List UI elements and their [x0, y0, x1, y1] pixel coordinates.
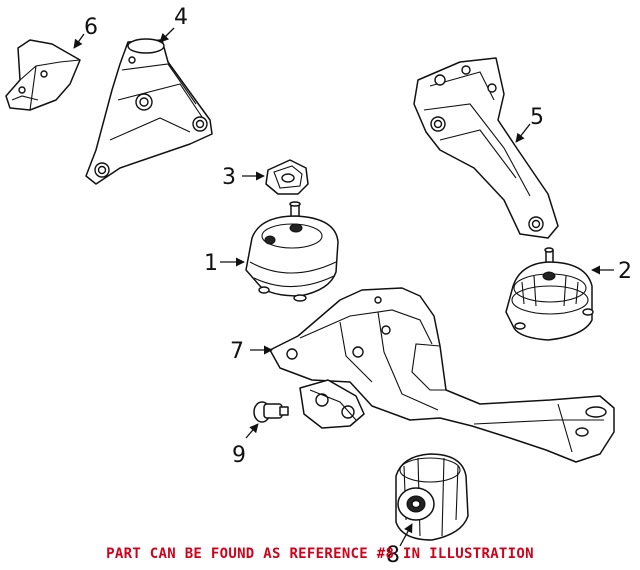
- part-8-transmission-mount: [395, 453, 469, 541]
- part-1-engine-mount: [245, 201, 339, 302]
- callout-9: 9: [232, 443, 246, 468]
- reference-caption: PART CAN BE FOUND AS REFERENCE #8 IN ILL…: [106, 546, 534, 562]
- part-2-engine-mount: [505, 247, 594, 341]
- part-9-bolt: [253, 401, 289, 423]
- callout-leaders: [73, 27, 614, 547]
- callout-5: 5: [530, 105, 544, 130]
- callout-6: 6: [84, 15, 98, 40]
- part-7-crossmember: [269, 287, 615, 463]
- part-6-bracket: [5, 39, 81, 111]
- part-4-bracket: [85, 38, 213, 185]
- part-5-bracket: [413, 57, 559, 239]
- callout-1: 1: [204, 251, 218, 276]
- callout-7: 7: [230, 339, 244, 364]
- callout-3: 3: [222, 165, 236, 190]
- callout-2: 2: [618, 259, 632, 284]
- callout-4: 4: [174, 5, 188, 30]
- callout-8: 8: [386, 543, 400, 568]
- part-3-shield: [265, 159, 309, 195]
